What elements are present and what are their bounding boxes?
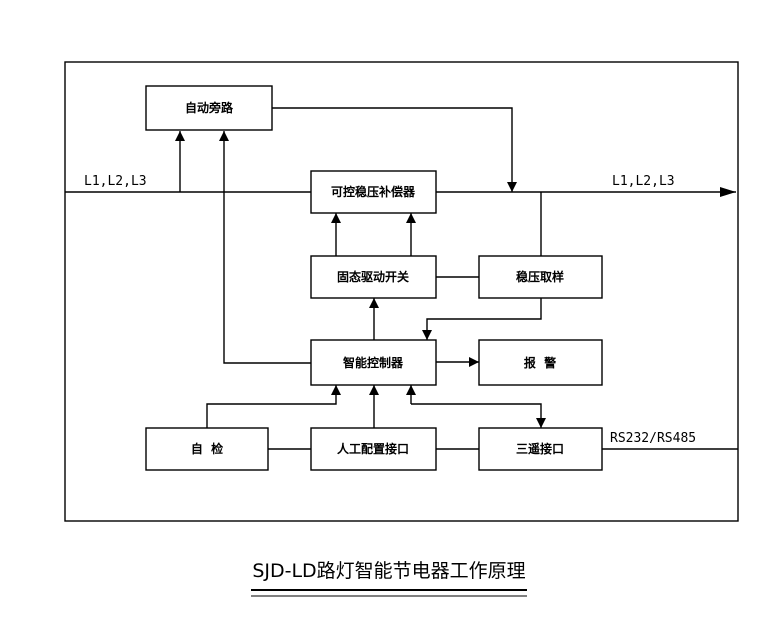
outer-frame [64,61,739,522]
svg-text:固态驱动开关: 固态驱动开关 [337,269,409,284]
block-alarm: 报 警 [478,339,603,386]
block-regulator: 可控稳压补偿器 [310,170,437,214]
block-solid-state-switch: 固态驱动开关 [310,255,437,299]
svg-text:智能控制器: 智能控制器 [342,355,404,370]
block-self-check: 自 检 [145,427,269,471]
svg-text:报 警: 报 警 [524,355,556,370]
svg-text:可控稳压补偿器: 可控稳压补偿器 [331,184,416,199]
svg-text:三遥接口: 三遥接口 [516,441,564,456]
block-voltage-sampling: 稳压取样 [478,255,603,299]
connection-lines [175,107,738,450]
svg-text:人工配置接口: 人工配置接口 [337,441,409,456]
block-auto-bypass: 自动旁路 [145,85,273,131]
svg-text:稳压取样: 稳压取样 [516,269,564,284]
svg-text:自 检: 自 检 [191,441,223,456]
bus-out-label: L1,L2,L3 [612,174,675,189]
diagram-title: SJD-LD路灯智能节电器工作原理 [252,560,525,582]
bus-in-label: L1,L2,L3 [84,174,147,189]
rs-interface-label: RS232/RS485 [610,431,696,446]
block-manual-config-interface: 人工配置接口 [310,427,437,471]
block-remote-interface: 三遥接口 [478,427,603,471]
block-smart-controller: 智能控制器 [310,339,437,386]
svg-text:自动旁路: 自动旁路 [185,100,234,115]
